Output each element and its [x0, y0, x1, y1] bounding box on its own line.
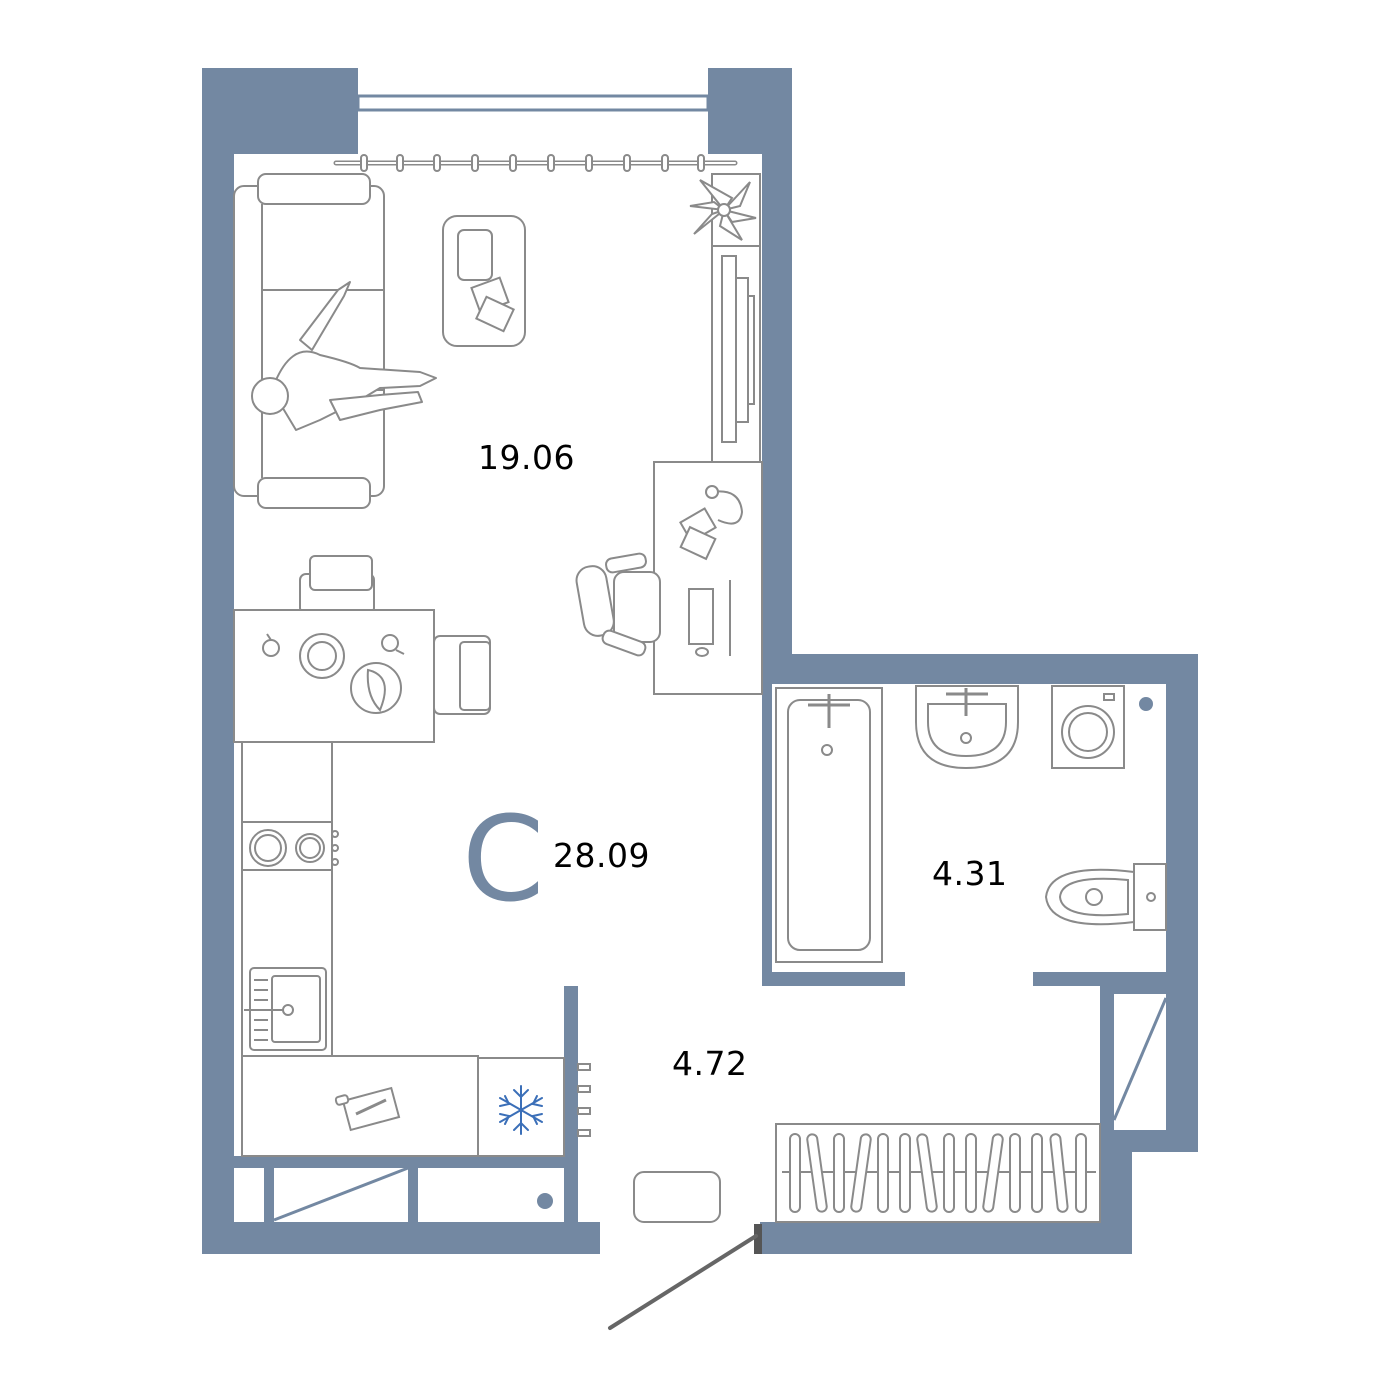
fridge-snowflake-icon: [477, 1057, 591, 1157]
cutting-board-icon: [334, 1086, 401, 1132]
curtain-rail: [333, 154, 738, 172]
walls: [202, 68, 1198, 1254]
kitchen-counter: [241, 741, 479, 1157]
bathroom-area-label: 4.31: [932, 854, 1008, 893]
washbasin-icon: [915, 685, 1019, 770]
rug-icon: [633, 1171, 721, 1223]
plant-icon: [689, 173, 761, 247]
person-icon: [251, 281, 437, 431]
desk-icon: [653, 461, 763, 695]
utility-shaft: [1112, 997, 1168, 1121]
apartment-type-letter: C: [462, 790, 545, 928]
living-room-area-label: 19.06: [478, 438, 575, 477]
coffee-table-icon: [442, 215, 526, 347]
tv-icon: [711, 245, 761, 463]
toilet-icon: [1044, 863, 1167, 931]
window: [356, 94, 710, 112]
kitchen-sink-icon: [244, 967, 327, 1051]
washing-machine-icon: [1051, 685, 1153, 769]
office-chair-icon: [575, 552, 661, 657]
bathtub-icon: [775, 687, 883, 963]
dining-table-icon: [233, 609, 435, 743]
balcony-storage: [273, 1166, 553, 1222]
total-area-label: 28.09: [553, 836, 650, 875]
hallway-area-label: 4.72: [672, 1044, 748, 1083]
entrance-door-icon: [608, 1224, 762, 1330]
wardrobe-icon: [775, 1123, 1101, 1223]
stove-icon: [242, 821, 339, 871]
dining-chair-icon: [299, 555, 491, 715]
